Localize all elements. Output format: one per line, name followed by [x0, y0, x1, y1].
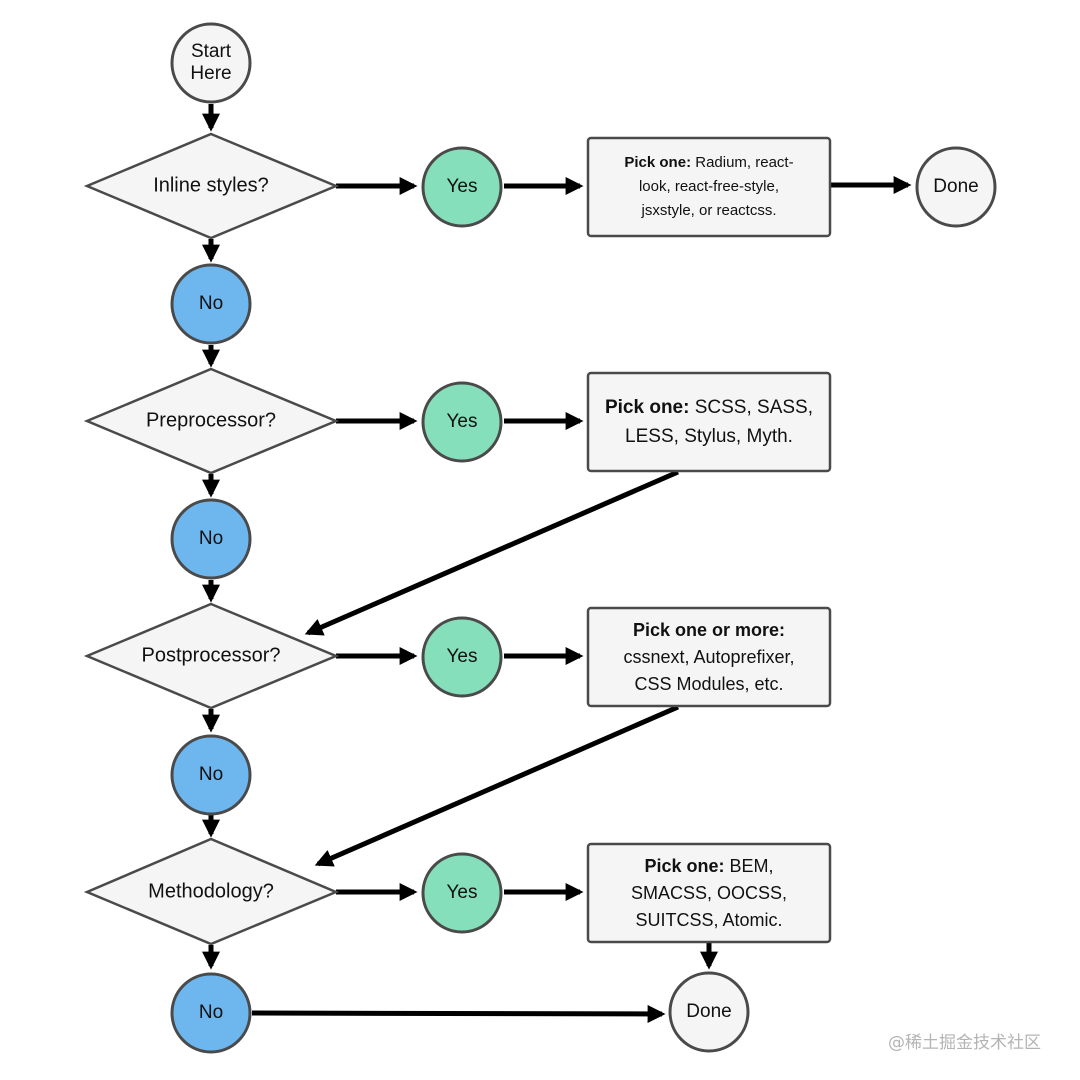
no-node-2: No — [170, 498, 252, 580]
outcome-text: Radium, react- — [695, 154, 794, 171]
outcome-box-4: Pick one: BEM, SMACSS, OOCSS, SUITCSS, A… — [590, 846, 828, 940]
outcome-box-frame-1 — [586, 136, 832, 238]
yes-label: Yes — [447, 882, 478, 903]
decision-preprocessor: Preprocessor? — [83, 367, 340, 475]
outcome-line-3: SUITCSS, Atomic. — [635, 909, 783, 930]
no-node-3: No — [170, 734, 252, 816]
outcome-box-3: Pick one or more: cssnext, Autoprefixer,… — [590, 610, 828, 704]
outcome-line-2: LESS, Stylus, Myth. — [625, 426, 793, 447]
yes-label: Yes — [447, 411, 478, 432]
yes-node-1: Yes — [421, 146, 503, 228]
outcome-line-2: cssnext, Autoprefixer, — [623, 646, 795, 667]
decision-inline-styles: Inline styles? — [83, 132, 340, 240]
done-label: Done — [933, 176, 978, 197]
outcome-box-frame-2 — [586, 371, 832, 473]
outcome-line-2: look, react-free-style, — [638, 178, 780, 195]
outcome-line-1: Pick one or more: — [633, 617, 785, 644]
decision-label: Preprocessor? — [146, 409, 276, 431]
no-node-1: No — [170, 263, 252, 345]
decision-label: Postprocessor? — [142, 644, 281, 666]
outcome-line-3: jsxstyle, or reactcss. — [641, 202, 777, 219]
yes-label: Yes — [447, 176, 478, 197]
outcome-line-3: CSS Modules, etc. — [634, 673, 784, 694]
watermark-text: @稀土掘金技术社区 — [888, 1033, 1041, 1053]
outcome-line-2: SMACSS, OOCSS, — [630, 882, 788, 903]
outcome-text: BEM, — [729, 855, 774, 876]
outcome-line-1: Pick one: Radium, react- — [624, 151, 793, 175]
outcome-bold-label: Pick one: — [644, 855, 725, 876]
outcome-line-1: Pick one: SCSS, SASS, — [605, 393, 813, 422]
outcome-box-frame-3 — [586, 606, 832, 708]
start-node: Start Here — [170, 22, 252, 104]
done-node-2: Done — [668, 971, 750, 1053]
arrow-pick-2-to-postprocessor — [304, 469, 679, 636]
yes-node-4: Yes — [421, 852, 503, 934]
connectors — [202, 104, 912, 1023]
start-label-line1: Start — [191, 41, 232, 62]
decision-label: Methodology? — [148, 880, 274, 902]
decision-label: Inline styles? — [153, 174, 269, 196]
done-node-1: Done — [915, 146, 997, 228]
outcome-text: SCSS, SASS, — [694, 397, 814, 418]
outcome-box-frame-4 — [586, 842, 832, 944]
no-node-4: No — [170, 972, 252, 1054]
outcome-box-2: Pick one: SCSS, SASS, LESS, Stylus, Myth… — [590, 375, 828, 469]
arrow-no-4-to-done — [251, 1004, 666, 1023]
outcome-bold-label: Pick one: — [604, 397, 690, 418]
outcome-line-1: Pick one: BEM, — [644, 853, 773, 880]
no-label: No — [199, 293, 223, 314]
decision-methodology: Methodology? — [83, 837, 340, 946]
outcome-bold-label: Pick one or more: — [632, 619, 786, 640]
yes-node-2: Yes — [421, 381, 503, 463]
decision-postprocessor: Postprocessor? — [83, 602, 340, 710]
outcome-bold-label: Pick one: — [624, 154, 692, 171]
outcome-box-1: Pick one: Radium, react- look, react-fre… — [590, 140, 828, 234]
yes-label: Yes — [447, 646, 478, 667]
yes-node-3: Yes — [421, 616, 503, 698]
no-label: No — [199, 764, 223, 785]
no-label: No — [199, 1002, 223, 1023]
done-label: Done — [686, 1001, 731, 1022]
no-label: No — [199, 528, 223, 549]
arrow-pick-3-to-methodology — [314, 704, 679, 867]
start-label-line2: Here — [190, 63, 231, 84]
